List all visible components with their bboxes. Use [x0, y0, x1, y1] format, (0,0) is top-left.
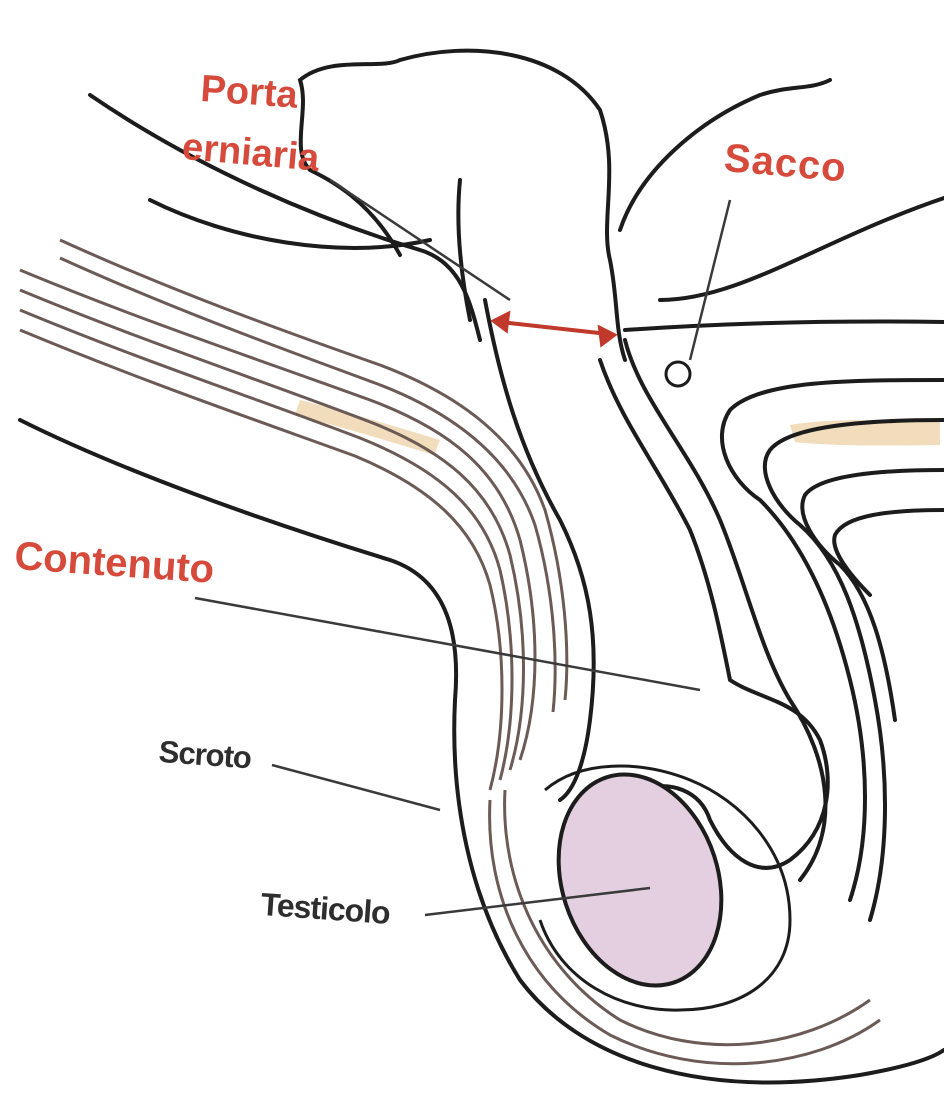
leader-porta-erniaria: [330, 180, 510, 300]
leader-sacco: [690, 200, 730, 360]
muscle-band-left: [295, 400, 440, 455]
label-sacco: Sacco: [723, 138, 849, 189]
abdominal-wall-layers-left: [20, 240, 567, 790]
leader-scroto: [272, 765, 440, 810]
label-porta: Porta: [199, 70, 299, 115]
hernial-ring-arrow: [494, 314, 614, 344]
label-testicolo: Testicolo: [260, 888, 391, 929]
cord-vessel-circle: [666, 362, 690, 386]
label-scroto: Scroto: [158, 736, 252, 773]
